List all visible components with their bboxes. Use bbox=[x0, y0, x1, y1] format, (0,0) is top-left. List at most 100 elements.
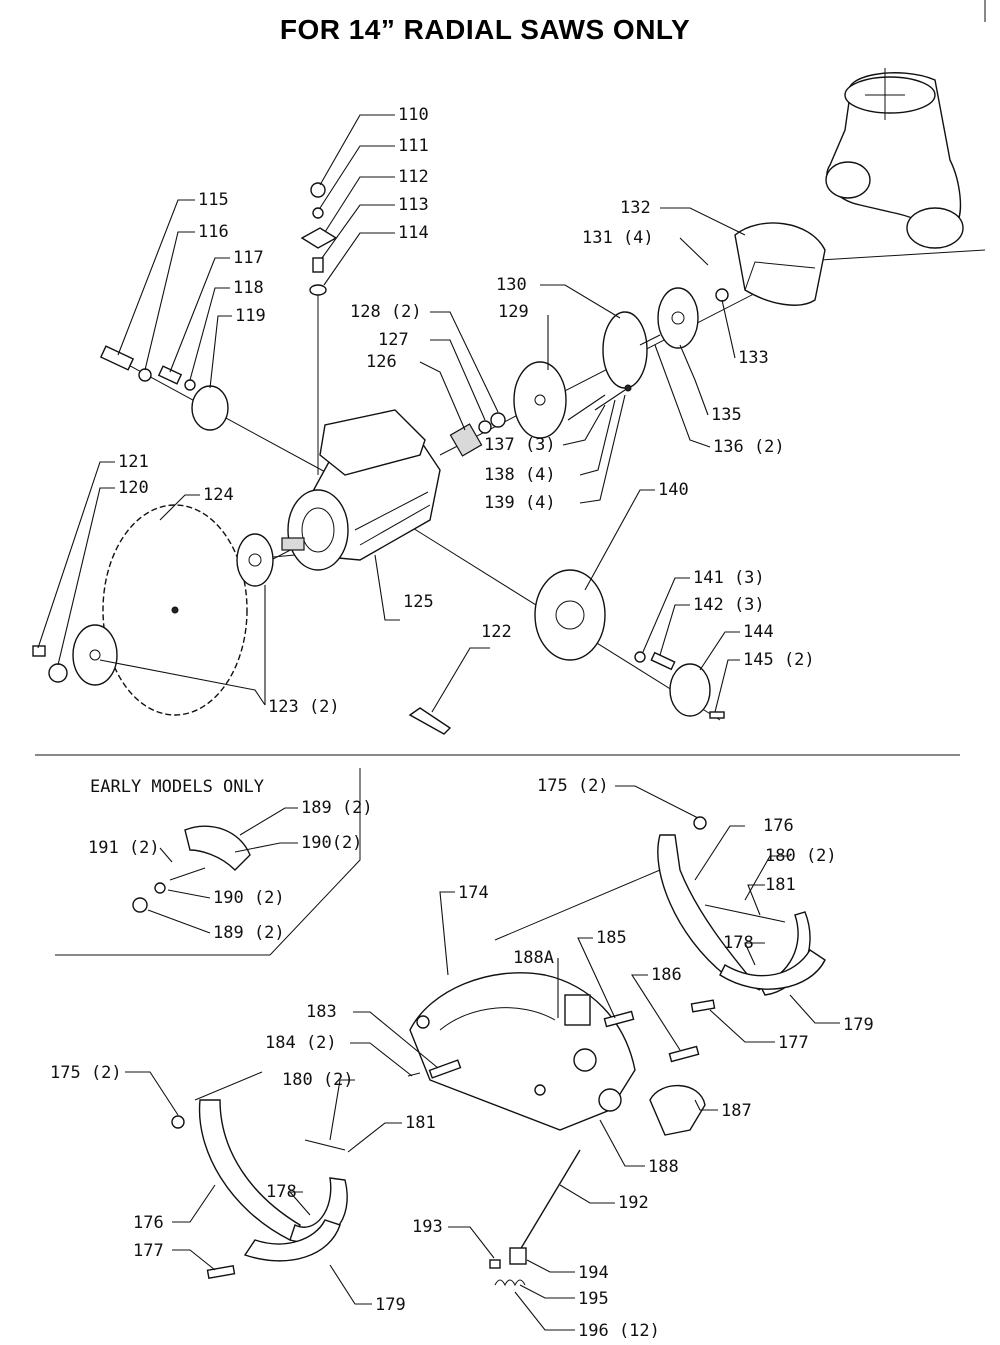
label-133: 133 bbox=[738, 348, 769, 368]
label-195: 195 bbox=[578, 1289, 609, 1309]
label-193: 193 bbox=[412, 1217, 443, 1237]
page-title: FOR 14” RADIAL SAWS ONLY bbox=[279, 14, 691, 45]
block-194 bbox=[509, 1247, 527, 1265]
label-126: 126 bbox=[366, 352, 397, 372]
label-191: 191 (2) bbox=[88, 838, 160, 858]
rod-192 bbox=[519, 1149, 581, 1251]
label-174: 174 bbox=[458, 883, 489, 903]
label-179-left: 179 bbox=[375, 1295, 406, 1315]
label-183: 183 bbox=[306, 1002, 337, 1022]
bolt-185 bbox=[603, 1010, 635, 1028]
nut-133 bbox=[715, 288, 729, 302]
screw-142 bbox=[650, 651, 676, 671]
label-186: 186 bbox=[651, 965, 682, 985]
inset-parts bbox=[132, 825, 251, 913]
cover-144 bbox=[669, 663, 711, 717]
label-189-top: 189 (2) bbox=[301, 798, 373, 818]
washer-127 bbox=[478, 420, 492, 434]
label-128: 128 (2) bbox=[350, 302, 422, 322]
guard-arm-176-left bbox=[171, 1099, 348, 1280]
label-180-left: 180 (2) bbox=[282, 1070, 354, 1090]
label-181-left: 181 bbox=[405, 1113, 436, 1133]
collar-123-outer bbox=[72, 624, 118, 686]
label-196: 196 (12) bbox=[578, 1321, 660, 1341]
label-110: 110 bbox=[398, 105, 429, 125]
screw-138 bbox=[594, 389, 626, 411]
arbor-shaft bbox=[281, 537, 305, 551]
motor-125 bbox=[287, 409, 441, 571]
screw-137 bbox=[567, 394, 606, 421]
end-bell-130 bbox=[602, 311, 648, 389]
label-190-bottom: 190 (2) bbox=[213, 888, 285, 908]
springs-196 bbox=[494, 1279, 526, 1287]
collar-123 bbox=[236, 533, 274, 587]
label-135: 135 bbox=[711, 405, 742, 425]
label-178-left: 178 bbox=[266, 1182, 297, 1202]
label-175-left: 175 (2) bbox=[50, 1063, 122, 1083]
label-188: 188 bbox=[648, 1157, 679, 1177]
hex-key-122 bbox=[408, 707, 452, 735]
saw-blade-124 bbox=[102, 504, 248, 716]
label-130: 130 bbox=[496, 275, 527, 295]
washer-128 bbox=[490, 412, 506, 428]
label-189-bottom: 189 (2) bbox=[213, 923, 285, 943]
label-145: 145 (2) bbox=[743, 650, 815, 670]
label-124: 124 bbox=[203, 485, 234, 505]
label-112: 112 bbox=[398, 167, 429, 187]
nut-120 bbox=[48, 663, 68, 683]
fan-135 bbox=[657, 287, 699, 349]
label-181-right: 181 bbox=[765, 875, 796, 895]
label-113: 113 bbox=[398, 195, 429, 215]
label-120: 120 bbox=[118, 478, 149, 498]
label-121: 121 bbox=[118, 452, 149, 472]
label-125: 125 bbox=[403, 592, 434, 612]
part-193 bbox=[489, 1259, 501, 1269]
label-122: 122 bbox=[481, 622, 512, 642]
label-132: 132 bbox=[620, 198, 651, 218]
blade-guard-174 bbox=[409, 972, 636, 1131]
bolt-136 bbox=[639, 334, 661, 346]
screw-145 bbox=[709, 711, 725, 719]
fan-hub bbox=[671, 311, 685, 325]
label-137: 137 (3) bbox=[484, 435, 556, 455]
pin-183 bbox=[428, 1059, 462, 1079]
guard-arm-176-right bbox=[657, 816, 826, 1013]
label-141: 141 (3) bbox=[693, 568, 765, 588]
label-140: 140 bbox=[658, 480, 689, 500]
label-138: 138 (4) bbox=[484, 465, 556, 485]
label-142: 142 (3) bbox=[693, 595, 765, 615]
label-184: 184 (2) bbox=[265, 1033, 337, 1053]
label-144: 144 bbox=[743, 622, 774, 642]
label-115: 115 bbox=[198, 190, 229, 210]
fan-shroud-edge bbox=[744, 261, 816, 291]
inset-heading: EARLY MODELS ONLY bbox=[90, 777, 264, 797]
yoke-arm bbox=[825, 68, 964, 249]
label-116: 116 bbox=[198, 222, 229, 242]
top-hardware-stack bbox=[300, 182, 338, 296]
label-177-left: 177 bbox=[133, 1241, 164, 1261]
label-194: 194 bbox=[578, 1263, 609, 1283]
label-176-left: 176 bbox=[133, 1213, 164, 1233]
washer-141 bbox=[634, 651, 646, 663]
bearing-cap-129 bbox=[513, 361, 567, 439]
label-177-right: 177 bbox=[778, 1033, 809, 1053]
label-136: 136 (2) bbox=[713, 437, 785, 457]
label-175-right: 175 (2) bbox=[537, 776, 609, 796]
screw-121 bbox=[32, 645, 46, 657]
part-number-labels: 110 111 112 113 114 115 116 117 118 119 … bbox=[50, 105, 874, 1341]
label-188A: 188A bbox=[513, 948, 554, 968]
label-190-top: 190(2) bbox=[301, 833, 362, 853]
worm-gear-126 bbox=[449, 423, 483, 457]
label-192: 192 bbox=[618, 1193, 649, 1213]
leader-lines bbox=[37, 114, 840, 1331]
label-123: 123 (2) bbox=[268, 697, 340, 717]
label-119: 119 bbox=[235, 306, 266, 326]
label-118: 118 bbox=[233, 278, 264, 298]
label-180-right: 180 (2) bbox=[765, 846, 837, 866]
label-131: 131 (4) bbox=[582, 228, 654, 248]
label-179-right: 179 bbox=[843, 1015, 874, 1035]
dust-elbow-187 bbox=[649, 1084, 706, 1136]
bolt-186 bbox=[668, 1045, 700, 1063]
